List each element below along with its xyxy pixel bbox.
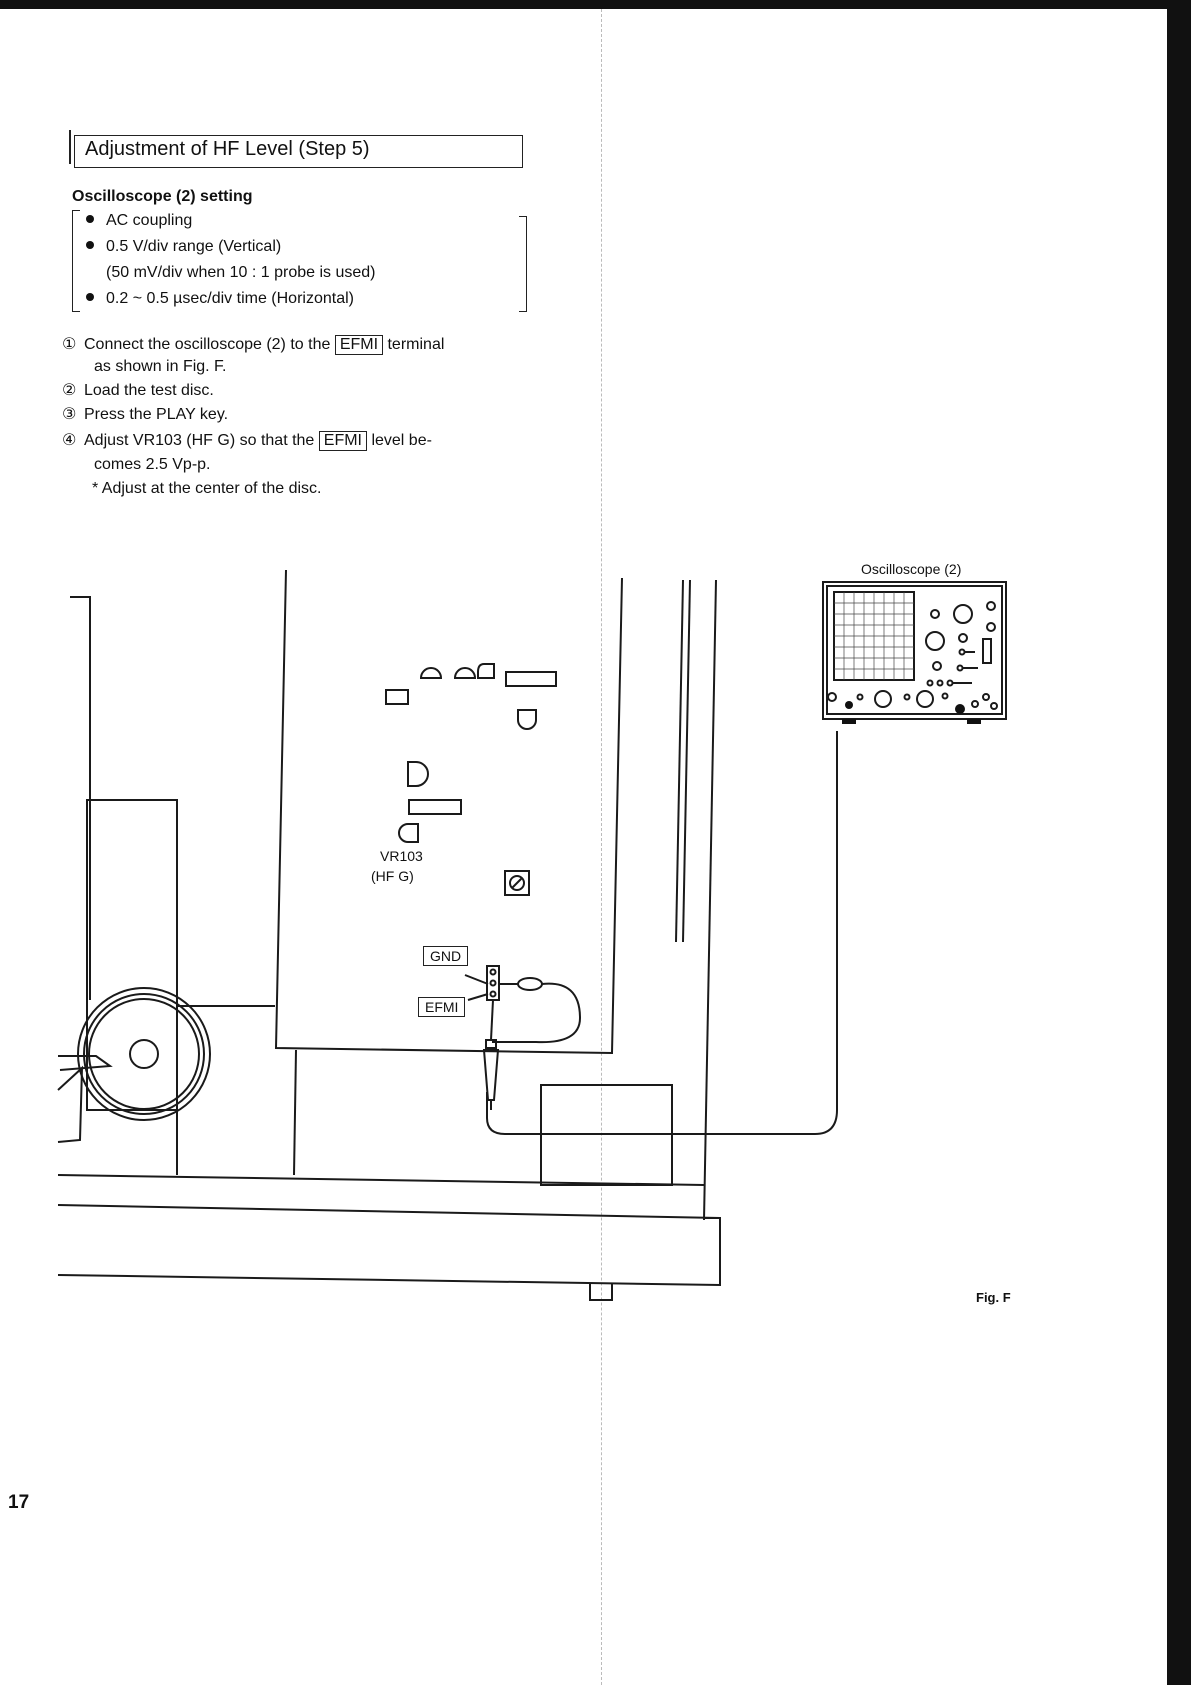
settings-bracket-right	[519, 216, 527, 312]
setting-item: AC coupling	[86, 212, 192, 230]
settings-heading: Oscilloscope (2) setting	[72, 188, 253, 205]
base-line	[57, 1204, 721, 1219]
settings-bracket-left	[72, 210, 80, 312]
base-top	[57, 1174, 705, 1186]
turntable-spindle	[129, 1039, 159, 1069]
bullet-icon	[86, 241, 94, 249]
efmi-terminal-label: EFMI	[334, 335, 384, 355]
oscilloscope-graticule	[834, 592, 914, 680]
turntable-ring	[83, 993, 205, 1115]
pickup-base	[57, 1065, 84, 1143]
bullet-icon	[86, 215, 94, 223]
pickup-arm	[58, 1055, 113, 1071]
probe-cable	[486, 731, 838, 1135]
probe-collar	[485, 1039, 497, 1049]
connector	[505, 671, 557, 687]
probe-body	[482, 1049, 500, 1101]
component	[477, 663, 495, 679]
test-point-block	[486, 965, 500, 1001]
vr103-trimmer	[504, 870, 530, 896]
setting-item-note: (50 mV/div when 10 : 1 probe is used)	[106, 264, 376, 281]
vr103-trimmer-knob	[509, 875, 525, 891]
chassis-inner-block	[86, 799, 178, 1111]
chassis-left-edge	[70, 596, 91, 1000]
section-title: Adjustment of HF Level (Step 5)	[69, 130, 523, 168]
turntable-ring	[88, 998, 200, 1110]
connector	[408, 799, 462, 815]
vr103-sublabel: (HF G)	[371, 868, 414, 884]
component	[517, 709, 537, 730]
page-fold-line	[601, 9, 602, 1685]
figure-caption: Fig. F	[976, 1290, 1011, 1305]
vr103-label: VR103	[380, 848, 423, 864]
right-edge-bar	[1167, 0, 1191, 1685]
turntable-outer	[77, 987, 211, 1121]
base-front	[57, 1217, 721, 1287]
foot	[589, 1283, 613, 1301]
ground-lead	[492, 982, 582, 1044]
gnd-terminal-label: GND	[423, 946, 469, 966]
setting-item: 0.2 ~ 0.5 µsec/div time (Horizontal)	[86, 290, 354, 308]
step-4-cont: comes 2.5 Vp-p.	[94, 456, 211, 473]
efmi-level-label: EFMI	[318, 431, 367, 451]
probe-clip	[517, 977, 543, 991]
connector	[385, 689, 409, 705]
rail	[675, 579, 684, 943]
component	[419, 667, 443, 679]
settings-list: AC coupling 0.5 V/div range (Vertical) (…	[72, 210, 527, 312]
step-1-cont: as shown in Fig. F.	[94, 358, 227, 375]
component	[407, 761, 429, 787]
bullet-icon	[86, 293, 94, 301]
oscilloscope-face	[826, 585, 1003, 715]
oscilloscope-label: Oscilloscope (2)	[861, 561, 962, 577]
component	[398, 823, 419, 843]
page-number: 17	[8, 1492, 30, 1513]
rail	[682, 579, 691, 943]
efmi-terminal-label-figure: EFMI	[418, 997, 466, 1017]
pcb-lower-frame	[293, 1049, 297, 1176]
input-jack	[845, 701, 853, 709]
component	[453, 667, 477, 679]
rail	[703, 579, 717, 1221]
top-edge-bar	[0, 0, 1191, 9]
setting-item: 0.5 V/div range (Vertical)	[86, 238, 281, 256]
pcb-outline	[274, 569, 623, 1055]
step-note: * Adjust at the center of the disc.	[92, 480, 322, 497]
